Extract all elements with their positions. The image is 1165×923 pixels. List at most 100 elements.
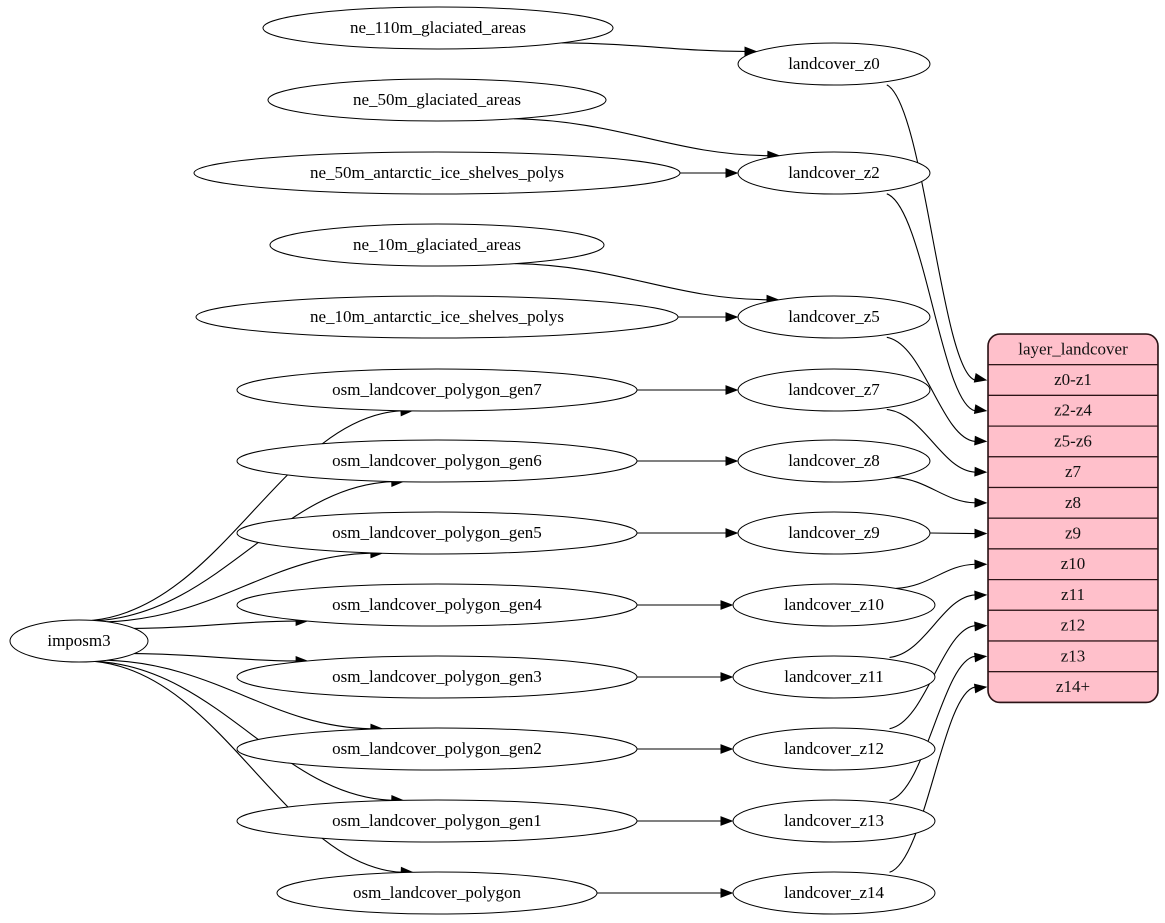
table-row-cell[interactable] [988,640,1158,673]
node-ellipse [195,295,679,339]
edge-landcover_z11-to-z11 [889,590,988,658]
edge-landcover_z9-to-z9 [929,528,988,539]
table-row-cell[interactable] [988,578,1158,611]
edge-path [94,660,402,873]
table-row-cell[interactable] [988,517,1158,550]
edge-osm_landcover_polygon_gen6-to-landcover_z8 [637,456,739,466]
edge-path [107,659,371,730]
node-ellipse [276,871,598,915]
node-osm_landcover_polygon[interactable]: osm_landcover_polygon [276,871,598,915]
node-ellipse [732,727,936,771]
node-landcover_z11[interactable]: landcover_z11 [732,655,936,699]
edge-path [91,410,402,621]
table-row-cell[interactable] [988,486,1158,519]
node-osm_landcover_polygon_gen3[interactable]: osm_landcover_polygon_gen3 [236,655,638,699]
edge-path [886,336,976,442]
node-ellipse [236,439,638,483]
edge-ne_50m_antarctic_ice_shelves_polys-to-landcover_z2 [680,168,739,178]
node-landcover_z2[interactable]: landcover_z2 [737,151,931,195]
node-ellipse [737,511,931,555]
edge-path [514,263,768,301]
node-osm_landcover_polygon_gen2[interactable]: osm_landcover_polygon_gen2 [236,727,638,771]
table-row-cell[interactable] [988,456,1158,489]
node-landcover_z8[interactable]: landcover_z8 [737,439,931,483]
node-landcover_z10[interactable]: landcover_z10 [732,583,936,627]
edge-osm_landcover_polygon-to-landcover_z14 [597,888,734,898]
edge-path [893,476,976,504]
node-ellipse [236,727,638,771]
nodes-layer: imposm3 ne_110m_glaciated_areas ne_50m_gla… [9,6,936,915]
table-row-cell[interactable] [988,425,1158,458]
edge-landcover_z13-to-z13 [889,652,988,801]
arrow-head [974,435,988,446]
table-row-cell[interactable] [988,609,1158,642]
table-header-cell[interactable] [988,334,1158,366]
arrow-head [720,600,734,610]
edge-path [889,594,976,658]
arrow-head [974,590,988,601]
node-imposm3[interactable]: imposm3 [9,619,149,663]
edge-osm_landcover_polygon_gen3-to-landcover_z11 [637,672,734,682]
node-landcover_z7[interactable]: landcover_z7 [737,368,931,412]
node-osm_landcover_polygon_gen6[interactable]: osm_landcover_polygon_gen6 [236,439,638,483]
edge-ne_110m_glaciated_areas-to-landcover_z0 [561,42,758,57]
table-outline [987,333,1159,704]
node-ellipse [737,42,931,86]
node-landcover_z13[interactable]: landcover_z13 [732,799,936,843]
node-landcover_z5[interactable]: landcover_z5 [737,295,931,339]
node-ellipse [236,583,638,627]
edge-path [561,42,746,53]
arrow-head [720,888,734,898]
edge-path [886,193,976,412]
table-body: layer_landcoverz0-z1z2-z4z5-z6z7z8z9z10z… [988,334,1158,703]
edge-path [895,563,976,589]
arrow-head [974,528,988,539]
edge-landcover_z5-to-z5-z6 [886,336,988,446]
node-ellipse [737,151,931,195]
arrow-head [974,621,988,632]
arrow-head [720,744,734,754]
arrow-head [725,385,739,395]
arrow-head [973,404,988,414]
node-ellipse [732,871,936,915]
edge-path [886,408,976,473]
edge-osm_landcover_polygon_gen4-to-landcover_z10 [637,600,734,610]
node-landcover_z0[interactable]: landcover_z0 [737,42,931,86]
node-osm_landcover_polygon_gen1[interactable]: osm_landcover_polygon_gen1 [236,799,638,843]
edge-path [929,532,976,535]
layer-landcover-table: layer_landcoverz0-z1z2-z4z5-z6z7z8z9z10z… [987,333,1159,704]
node-landcover_z14[interactable]: landcover_z14 [732,871,936,915]
arrow-head [974,559,988,570]
edge-path [134,653,297,662]
node-ellipse [236,655,638,699]
node-ellipse [269,223,605,267]
node-osm_landcover_polygon_gen4[interactable]: osm_landcover_polygon_gen4 [236,583,638,627]
node-ne_10m_antarctic_ice_shelves_polys[interactable]: ne_10m_antarctic_ice_shelves_polys [195,295,679,339]
node-ellipse [732,655,936,699]
edge-landcover_z10-to-z10 [895,559,988,589]
arrow-head [725,312,739,322]
table-row-cell[interactable] [988,394,1158,427]
node-osm_landcover_polygon_gen5[interactable]: osm_landcover_polygon_gen5 [236,511,638,555]
node-ne_50m_glaciated_areas[interactable]: ne_50m_glaciated_areas [267,78,607,122]
node-landcover_z12[interactable]: landcover_z12 [732,727,936,771]
node-ne_50m_antarctic_ice_shelves_polys[interactable]: ne_50m_antarctic_ice_shelves_polys [193,151,681,195]
node-ne_110m_glaciated_areas[interactable]: ne_110m_glaciated_areas [262,6,614,50]
node-landcover_z9[interactable]: landcover_z9 [737,511,931,555]
edge-landcover_z8-to-z8 [893,476,988,508]
table-row-cell[interactable] [988,548,1158,581]
arrow-head [973,683,988,694]
table-row-cell[interactable] [988,364,1158,397]
node-ellipse [193,151,681,195]
node-ellipse [732,583,936,627]
edge-ne_10m_glaciated_areas-to-landcover_z5 [514,263,780,305]
table-row-cell[interactable] [988,671,1158,703]
arrow-head [974,497,988,508]
node-osm_landcover_polygon_gen7[interactable]: osm_landcover_polygon_gen7 [236,368,638,412]
node-ellipse [732,799,936,843]
node-ellipse [737,368,931,412]
node-ne_10m_glaciated_areas[interactable]: ne_10m_glaciated_areas [269,223,605,267]
node-ellipse [737,295,931,339]
node-ellipse [9,619,149,663]
